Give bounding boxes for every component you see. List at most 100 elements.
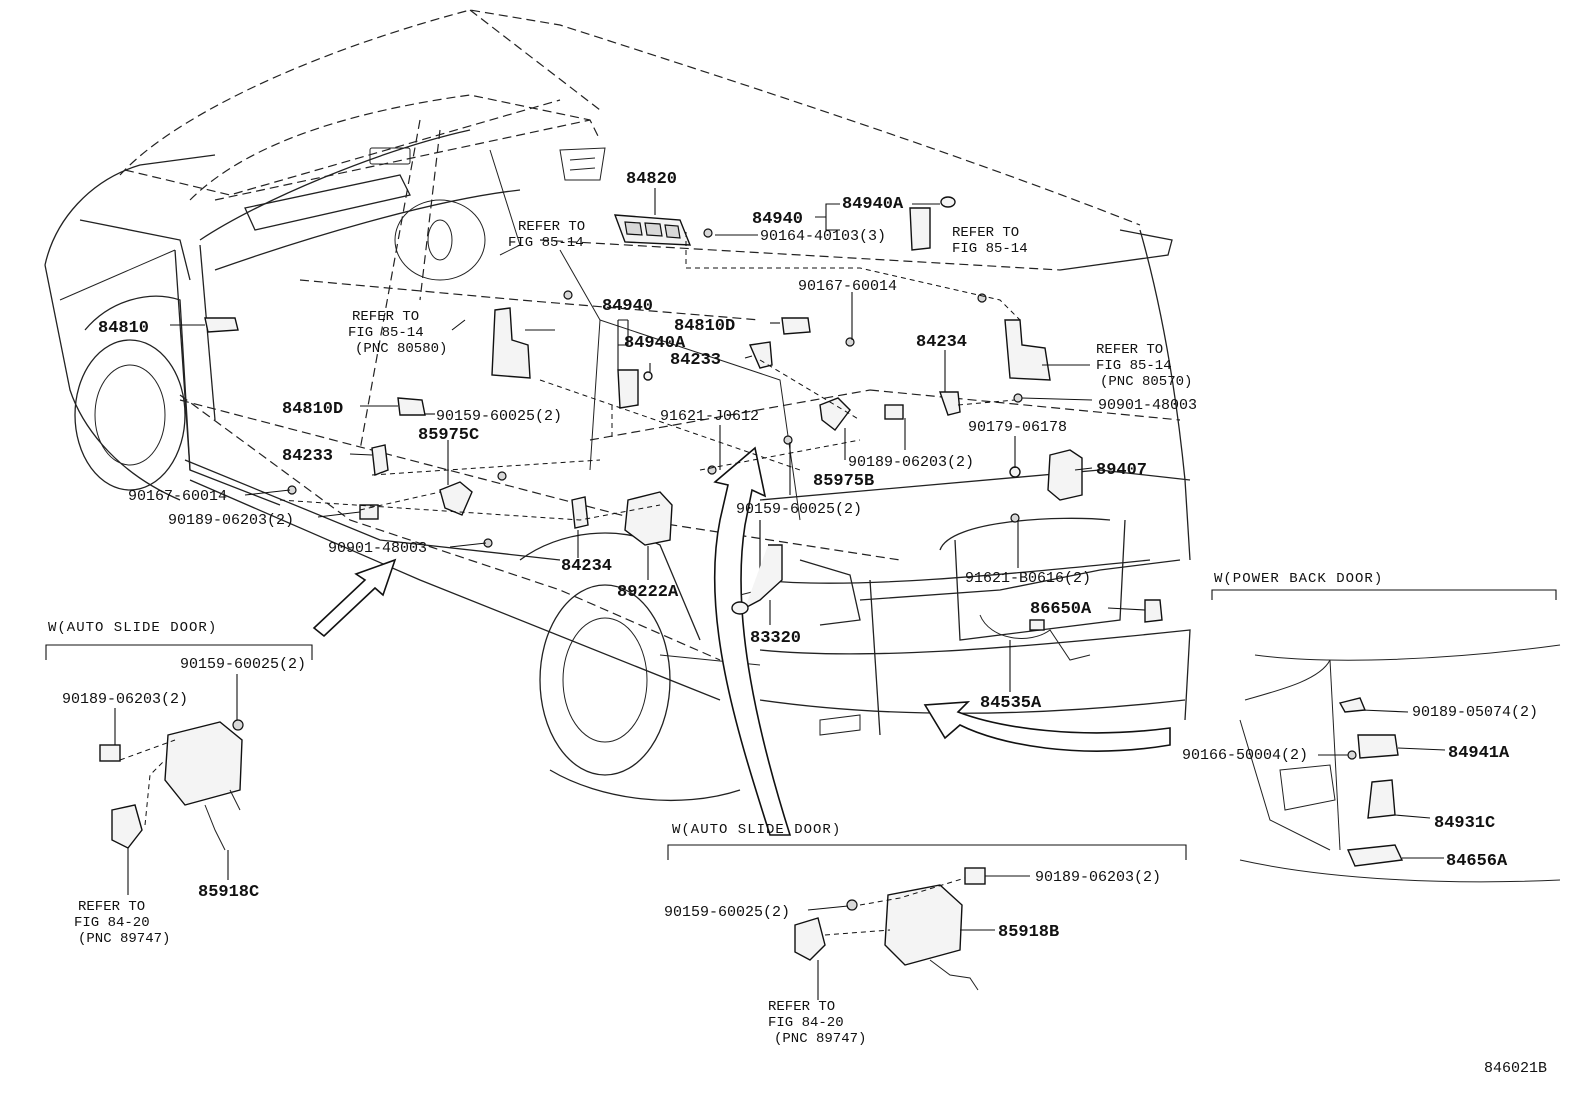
part-label: 84234 [916,333,967,352]
part-84234-right-icon [939,391,961,416]
refer-note: REFER TO FIG 85-14 [952,225,1028,257]
part-label: 84940A [624,334,686,353]
svg-text:(PNC 89747): (PNC 89747) [78,931,170,947]
part-label: 89222A [617,583,679,602]
part-label: 84810D [282,400,343,419]
part-label: 85975C [418,426,479,445]
svg-text:REFER TO: REFER TO [352,309,419,325]
part-label: 90189-06203(2) [1035,869,1161,886]
part-label: 90189-05074(2) [1412,704,1538,721]
svg-text:FIG 84-20: FIG 84-20 [768,1015,844,1031]
part-label: 86650A [1030,600,1092,619]
part-label: 91621-J0612 [660,408,759,425]
svg-text:FIG 84-20: FIG 84-20 [74,915,150,931]
refer-note: REFER TO FIG 85-14 [508,219,585,251]
part-84820-icon [613,214,692,246]
part-84234-low-icon [571,496,589,529]
bracket-left-icon [491,307,531,379]
part-label: 84233 [282,447,333,466]
arrow-center-icon [713,446,792,836]
svg-text:REFER TO: REFER TO [78,899,145,915]
part-89222a-icon [624,491,673,546]
part-83320-icon [744,544,783,609]
part-label: 90901-48003 [328,540,427,557]
svg-text:REFER TO: REFER TO [768,999,835,1015]
part-84233-left-icon [371,444,389,476]
refer-note: REFER TO FIG 85-14 (PNC 80570) [1096,342,1192,390]
section-title: W(AUTO SLIDE DOOR) [48,620,217,636]
part-label: 84940 [602,297,653,316]
inset-bottom-auto-slide-door: W(AUTO SLIDE DOOR) 90189-06203(2) 90159-… [664,822,1187,1047]
part-label: 84931C [1434,814,1495,833]
bulb-icon [940,196,956,208]
leader-lines [170,188,1146,692]
harness-84535a-icon [979,614,1091,661]
svg-text:REFER TO: REFER TO [518,219,585,235]
part-label: 84940 [752,210,803,229]
svg-text:(PNC 89747): (PNC 89747) [774,1031,866,1047]
part-label: 84234 [561,557,612,576]
part-label: 90159-60025(2) [180,656,306,673]
inset-power-back-door: W(POWER BACK DOOR) 90189-05074(2) 84941A… [1182,571,1561,883]
svg-text:(PNC 80580): (PNC 80580) [355,341,447,357]
part-label: 84810 [98,319,149,338]
refer-note: REFER TO FIG 84-20 (PNC 89747) [74,899,170,947]
part-label: 84810D [674,317,735,336]
part-label: 91621-B0616(2) [965,570,1091,587]
part-label: 90159-60025(2) [436,408,562,425]
motor-icon [111,804,143,849]
section-title: W(POWER BACK DOOR) [1214,571,1383,587]
figure-code: 846021B [1484,1060,1547,1077]
svg-text:REFER TO: REFER TO [1096,342,1163,358]
part-label: 84941A [1448,744,1510,763]
part-86650a-icon [1144,599,1163,623]
svg-text:FIG 85-14: FIG 85-14 [508,235,584,251]
part-label: 84233 [670,351,721,370]
part-label: 84656A [1446,852,1508,871]
part-84940a-icon [909,207,931,251]
part-85975b-icon [819,397,851,431]
clip-icon [1338,697,1367,713]
part-label: 84940A [842,195,904,214]
part-label: 90901-48003 [1098,397,1197,414]
part-84656a-icon [1346,844,1404,867]
arrow-bottom-icon [923,701,1171,752]
part-84931c-icon [1367,779,1396,819]
part-84940-mid-icon [617,369,639,409]
part-label: 83320 [750,629,801,648]
screw-icons [232,228,1357,911]
svg-text:FIG 85-14: FIG 85-14 [348,325,424,341]
part-84810-icon [204,317,239,333]
refer-notes: REFER TO FIG 85-14 REFER TO FIG 85-14 (P… [348,219,1192,390]
part-84233-mid-icon [748,341,773,369]
section-title: W(AUTO SLIDE DOOR) [672,822,841,838]
svg-text:FIG 85-14: FIG 85-14 [1096,358,1172,374]
part-84810d-icon [397,397,426,416]
part-label: 84535A [980,694,1042,713]
bracket-right-icon [1004,319,1051,381]
clip-left-icon [359,504,379,520]
part-label: 90189-06203(2) [168,512,294,529]
svg-text:(PNC 80570): (PNC 80570) [1100,374,1192,390]
motor-icon [794,917,826,961]
part-label: 90189-06203(2) [62,691,188,708]
part-label: 85975B [813,472,874,491]
refer-note: REFER TO FIG 85-14 (PNC 80580) [348,309,447,357]
part-85975c-icon [439,481,473,516]
part-label: 90166-50004(2) [1182,747,1308,764]
parts-shapes [204,196,1357,911]
clip-icon [99,744,121,762]
part-84810d-mid-icon [781,317,811,335]
part-label: 90164-40103(3) [760,228,886,245]
part-label: 90159-60025(2) [664,904,790,921]
part-label: 85918B [998,923,1059,942]
refer-note: REFER TO FIG 84-20 (PNC 89747) [768,999,866,1047]
part-84941a-icon [1357,734,1399,759]
part-label: 90189-06203(2) [848,454,974,471]
part-label: 89407 [1096,461,1147,480]
ecu-85918c-icon [164,721,243,806]
arrow-left-icon [312,558,397,638]
part-label: 90159-60025(2) [736,501,862,518]
ecu-85918b-icon [884,884,963,966]
